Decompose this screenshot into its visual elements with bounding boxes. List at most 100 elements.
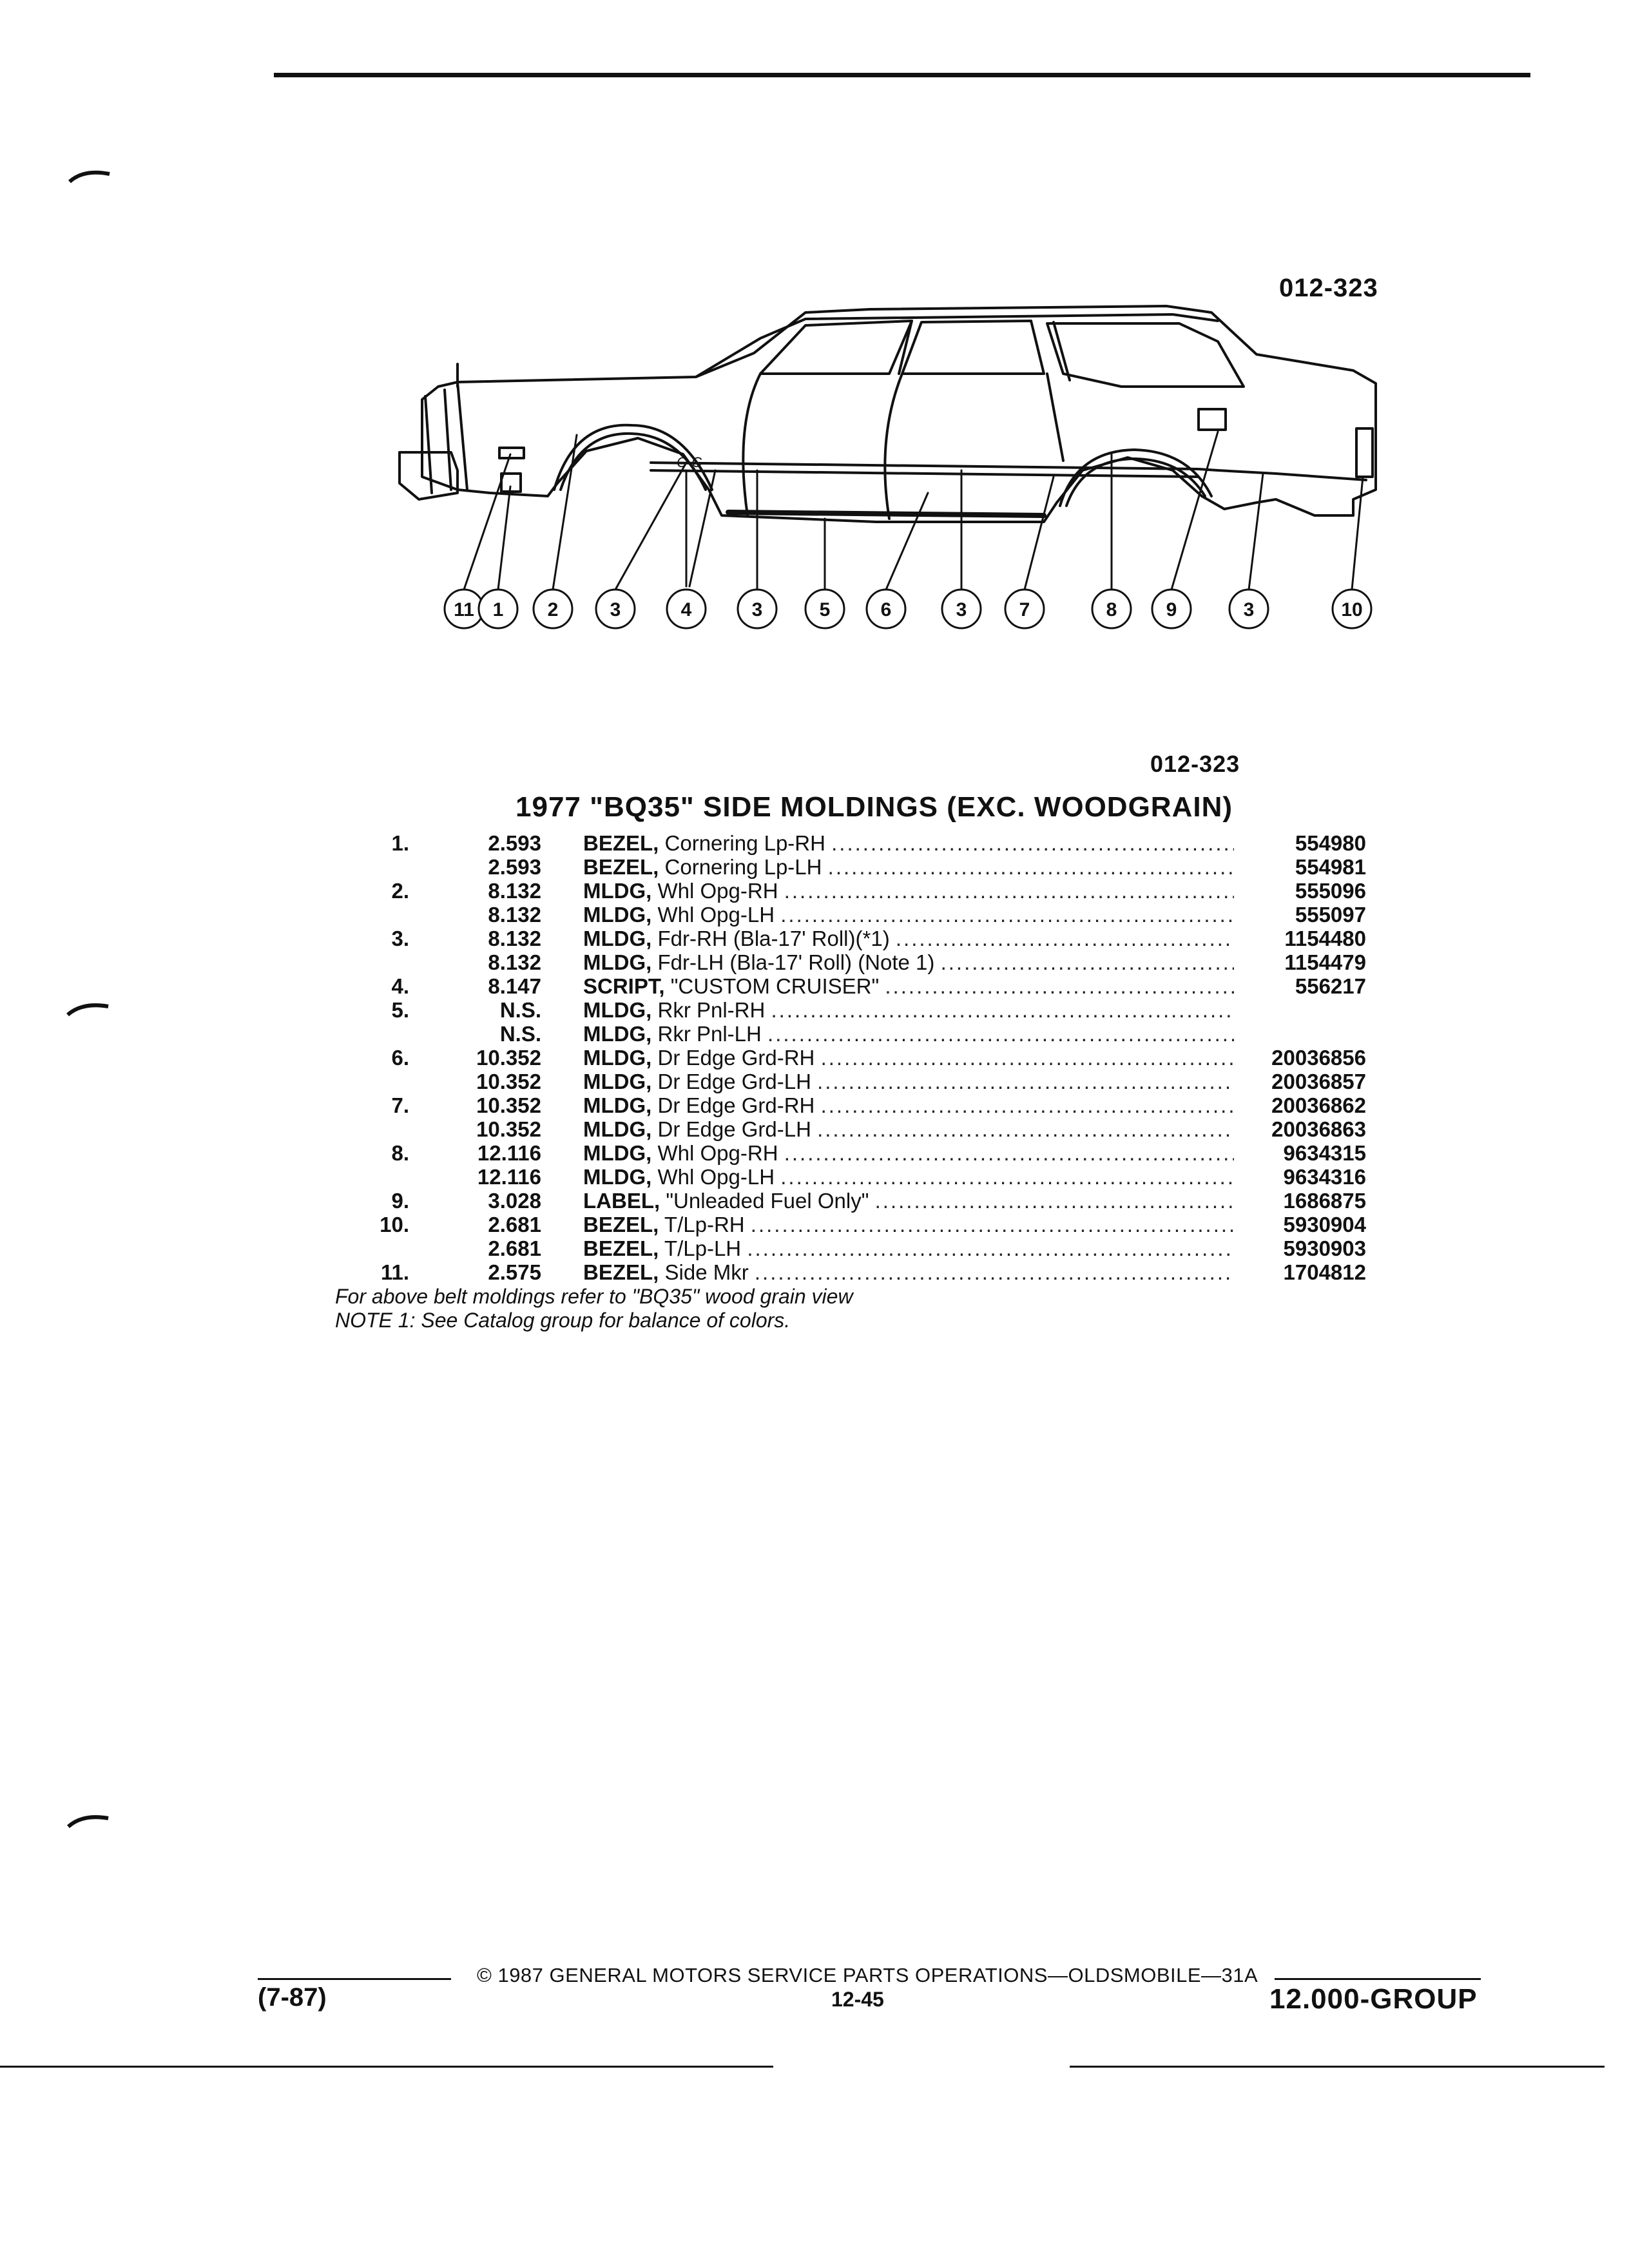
- callout-number: 8: [1106, 599, 1117, 620]
- callout-number: 5: [820, 599, 831, 620]
- group-number: 8.147: [488, 974, 541, 998]
- footer-rule-left: [258, 1978, 451, 1980]
- page-number: 12-45: [831, 1988, 884, 2011]
- part-name: BEZEL,: [583, 831, 659, 855]
- group-number: 8.132: [488, 903, 541, 927]
- part-description: MLDG, Whl Opg-LH .......................…: [583, 903, 1234, 927]
- callout-circle: [941, 588, 982, 629]
- part-desc: Dr Edge Grd-LH: [657, 1117, 811, 1141]
- part-number: 1154480: [1284, 927, 1366, 950]
- headlamp: [398, 451, 459, 501]
- callout-number: 3: [1244, 599, 1255, 620]
- callout-circle: [666, 588, 707, 629]
- part-name: MLDG,: [583, 950, 652, 974]
- item-number: 7.: [391, 1093, 409, 1117]
- callout-circle: [804, 588, 845, 629]
- side-marker-lamp: [498, 447, 525, 459]
- belt-molding-note: For above belt moldings refer to "BQ35" …: [335, 1285, 853, 1308]
- part-name: MLDG,: [583, 1141, 652, 1165]
- callout-number: 6: [881, 599, 892, 620]
- part-description: MLDG, Fdr-RH (Bla-17' Roll)(*1) ........…: [583, 927, 1234, 950]
- group-number: 8.132: [488, 950, 541, 974]
- part-description: MLDG, Whl Opg-RH .......................…: [583, 879, 1234, 903]
- part-name: MLDG,: [583, 1093, 652, 1117]
- item-number: 2.: [391, 879, 409, 903]
- item-number: 3.: [391, 927, 409, 950]
- item-number: 10.: [380, 1213, 409, 1236]
- part-name: LABEL,: [583, 1189, 660, 1213]
- callout-circle: [865, 588, 907, 629]
- part-number: 20036862: [1271, 1093, 1366, 1117]
- part-number: 1154479: [1284, 950, 1366, 974]
- punch-mark-bottom: [66, 1815, 109, 1829]
- side-molding: [650, 461, 1367, 481]
- part-name: BEZEL,: [583, 1236, 659, 1260]
- table-title: 1977 "BQ35" SIDE MOLDINGS (EXC. WOODGRAI…: [516, 791, 1233, 823]
- part-desc: Fdr-LH (Bla-17' Roll) (Note 1): [657, 950, 935, 974]
- quarter-window: [1046, 322, 1245, 388]
- station-wagon-illustration: C·C: [398, 305, 1377, 629]
- part-description: BEZEL, Side Mkr ........................…: [583, 1260, 1234, 1284]
- part-number: 555097: [1295, 903, 1366, 927]
- callout-circle: [532, 588, 574, 629]
- figure-code: 012-323: [1279, 274, 1378, 302]
- part-name: MLDG,: [583, 1165, 652, 1189]
- item-number: 4.: [391, 974, 409, 998]
- punch-mark-middle: [66, 1003, 109, 1017]
- part-number: 9634315: [1283, 1141, 1366, 1165]
- item-number: 11.: [380, 1260, 409, 1284]
- part-description: BEZEL, Cornering Lp-LH .................…: [583, 855, 1234, 879]
- part-desc: Whl Opg-LH: [657, 1165, 775, 1189]
- part-name: MLDG,: [583, 998, 652, 1022]
- fuel-door: [1197, 408, 1227, 431]
- callout-number: 10: [1341, 599, 1362, 620]
- callout-number: 3: [956, 599, 967, 620]
- punch-mark-top: [68, 170, 110, 184]
- part-name: MLDG,: [583, 927, 652, 950]
- copyright-line: © 1987 GENERAL MOTORS SERVICE PARTS OPER…: [477, 1964, 1258, 1986]
- part-description: MLDG, Rkr Pnl-LH .......................…: [583, 1022, 1234, 1046]
- group-number: 10.352: [476, 1093, 541, 1117]
- group-number: 8.132: [488, 879, 541, 903]
- part-name: MLDG,: [583, 1070, 652, 1093]
- part-number: 20036857: [1271, 1070, 1366, 1093]
- part-name: SCRIPT,: [583, 974, 665, 998]
- callout-number: 9: [1166, 599, 1177, 620]
- parts-table: 1. 2.593 BEZEL, Cornering Lp-RH ........…: [0, 831, 1629, 1295]
- part-desc: T/Lp-LH: [664, 1236, 742, 1260]
- group-number: 10.352: [476, 1070, 541, 1093]
- part-description: SCRIPT, "CUSTOM CRUISER" ...............…: [583, 974, 1234, 998]
- group-number: N.S.: [499, 1022, 541, 1046]
- group-number: 10.352: [476, 1046, 541, 1070]
- part-description: MLDG, Whl Opg-LH .......................…: [583, 1165, 1234, 1189]
- group-number: 12.116: [477, 1141, 541, 1165]
- part-number: 556217: [1295, 974, 1366, 998]
- top-rule: [274, 73, 1530, 77]
- part-desc: "Unleaded Fuel Only": [666, 1189, 869, 1213]
- part-name: MLDG,: [583, 1022, 652, 1046]
- part-desc: T/Lp-RH: [664, 1213, 745, 1236]
- part-description: BEZEL, Cornering Lp-RH .................…: [583, 831, 1234, 855]
- front-wheel-opening: [553, 423, 713, 491]
- part-name: MLDG,: [583, 903, 652, 927]
- bottom-rule-left: [0, 2066, 773, 2068]
- callout-circle: [1228, 588, 1269, 629]
- callout-circle: [595, 588, 636, 629]
- car-body-outline: [421, 305, 1377, 523]
- part-description: MLDG, Dr Edge Grd-LH ...................…: [583, 1117, 1234, 1141]
- group-number: 3.028: [488, 1189, 541, 1213]
- part-description: MLDG, Whl Opg-RH .......................…: [583, 1141, 1234, 1165]
- part-name: BEZEL,: [583, 855, 659, 879]
- part-desc: Side Mkr: [664, 1260, 749, 1284]
- callout-circle: [1004, 588, 1045, 629]
- date-code: (7-87): [258, 1983, 327, 2012]
- group-number: 12.116: [477, 1165, 541, 1189]
- footer-rule-right: [1275, 1978, 1481, 1980]
- part-name: MLDG,: [583, 879, 652, 903]
- item-number: 9.: [391, 1189, 409, 1213]
- part-desc: Rkr Pnl-RH: [657, 998, 766, 1022]
- callout-circle: [1151, 588, 1192, 629]
- part-name: BEZEL,: [583, 1260, 659, 1284]
- part-number: 554981: [1295, 855, 1366, 879]
- group-number: 2.575: [488, 1260, 541, 1284]
